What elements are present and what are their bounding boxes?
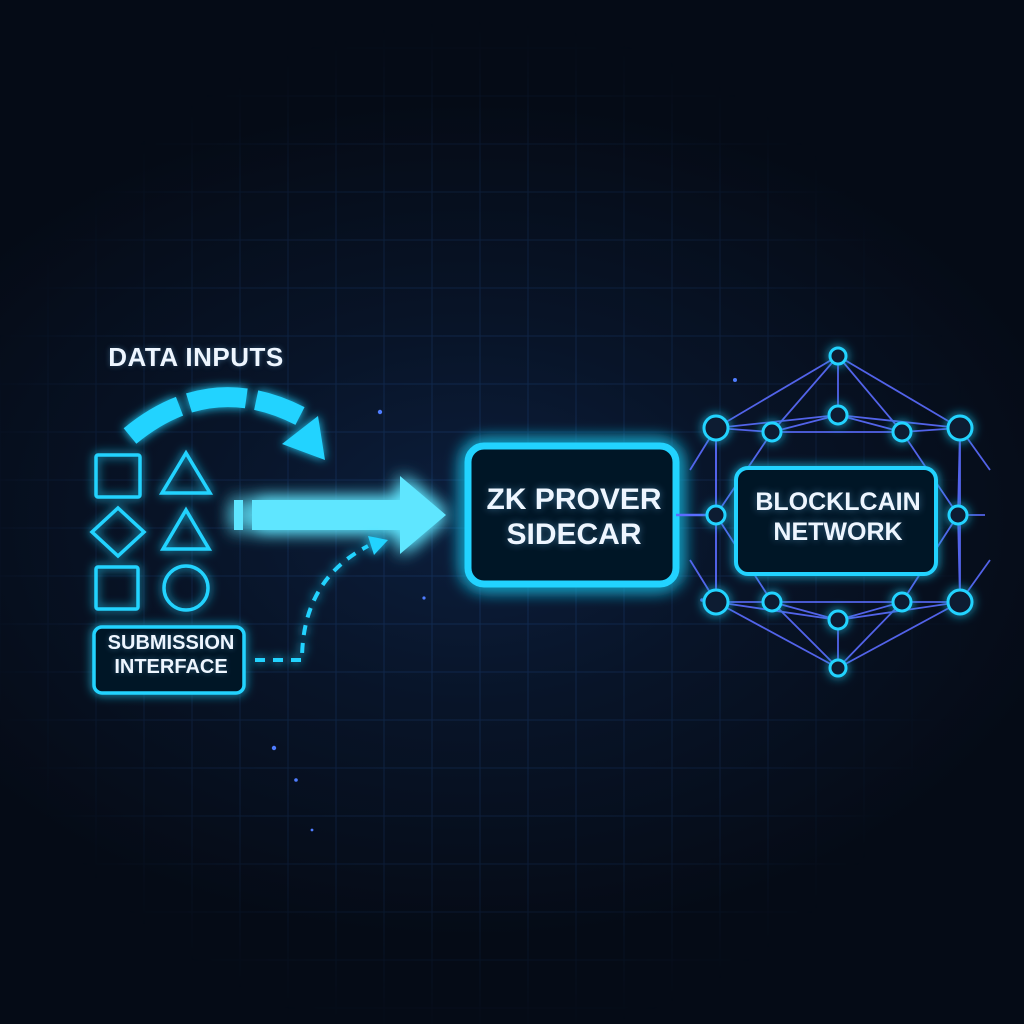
- blockchain-network-label: BLOCKLCAIN NETWORK: [740, 488, 936, 547]
- network-edge: [771, 601, 839, 669]
- network-node: [761, 591, 783, 613]
- network-node: [946, 588, 974, 616]
- network-edge: [837, 355, 961, 429]
- submission-interface-line2: INTERFACE: [114, 655, 228, 678]
- diamond-icon: [89, 505, 147, 559]
- network-edge: [771, 414, 839, 433]
- data-inputs-curved-arrow: [123, 387, 325, 460]
- zk-prover-label: ZK PROVER SIDECAR: [474, 482, 674, 553]
- zk-prover-line2: SIDECAR: [506, 518, 642, 552]
- network-node: [702, 414, 730, 442]
- network-edge: [715, 414, 839, 429]
- network-node: [946, 414, 974, 442]
- triangle-icon: [158, 449, 214, 495]
- network-node: [702, 588, 730, 616]
- network-node: [827, 404, 849, 426]
- input-shapes: [89, 449, 214, 612]
- network-edge: [837, 355, 903, 433]
- blockchain-network-line1: BLOCKLCAIN: [755, 488, 921, 516]
- network-edge: [837, 414, 961, 429]
- network-node: [891, 591, 913, 613]
- network-edge: [715, 601, 839, 669]
- square-icon: [94, 565, 140, 611]
- network-node: [828, 346, 848, 366]
- network-node: [891, 421, 913, 443]
- network-edge: [771, 601, 839, 621]
- blockchain-network-box: [734, 466, 938, 576]
- data-inputs-label: DATA INPUTS: [108, 342, 284, 372]
- blockchain-network-line2: NETWORK: [773, 517, 903, 546]
- network-edge: [715, 355, 839, 429]
- network-node: [827, 609, 849, 631]
- triangle-icon: [159, 506, 213, 551]
- network-node: [761, 421, 783, 443]
- zk-prover-line1: ZK PROVER: [486, 483, 662, 516]
- network-edge: [771, 355, 839, 433]
- network-node: [705, 504, 727, 526]
- circle-icon: [162, 564, 210, 612]
- main-flow-arrow: [234, 476, 446, 554]
- network-edge: [837, 601, 903, 621]
- network-node: [947, 504, 969, 526]
- network-mesh-nodes: [702, 346, 974, 678]
- network-node: [828, 658, 848, 678]
- submission-interface-line1: SUBMISSION: [107, 632, 235, 654]
- submission-dotted-arrow: [255, 536, 388, 662]
- background-sparkles: [271, 378, 737, 832]
- network-edge: [837, 601, 961, 669]
- square-icon: [94, 453, 142, 499]
- submission-interface-box: [92, 625, 246, 695]
- network-edge: [837, 414, 903, 433]
- submission-interface-label: SUBMISSION INTERFACE: [96, 632, 246, 679]
